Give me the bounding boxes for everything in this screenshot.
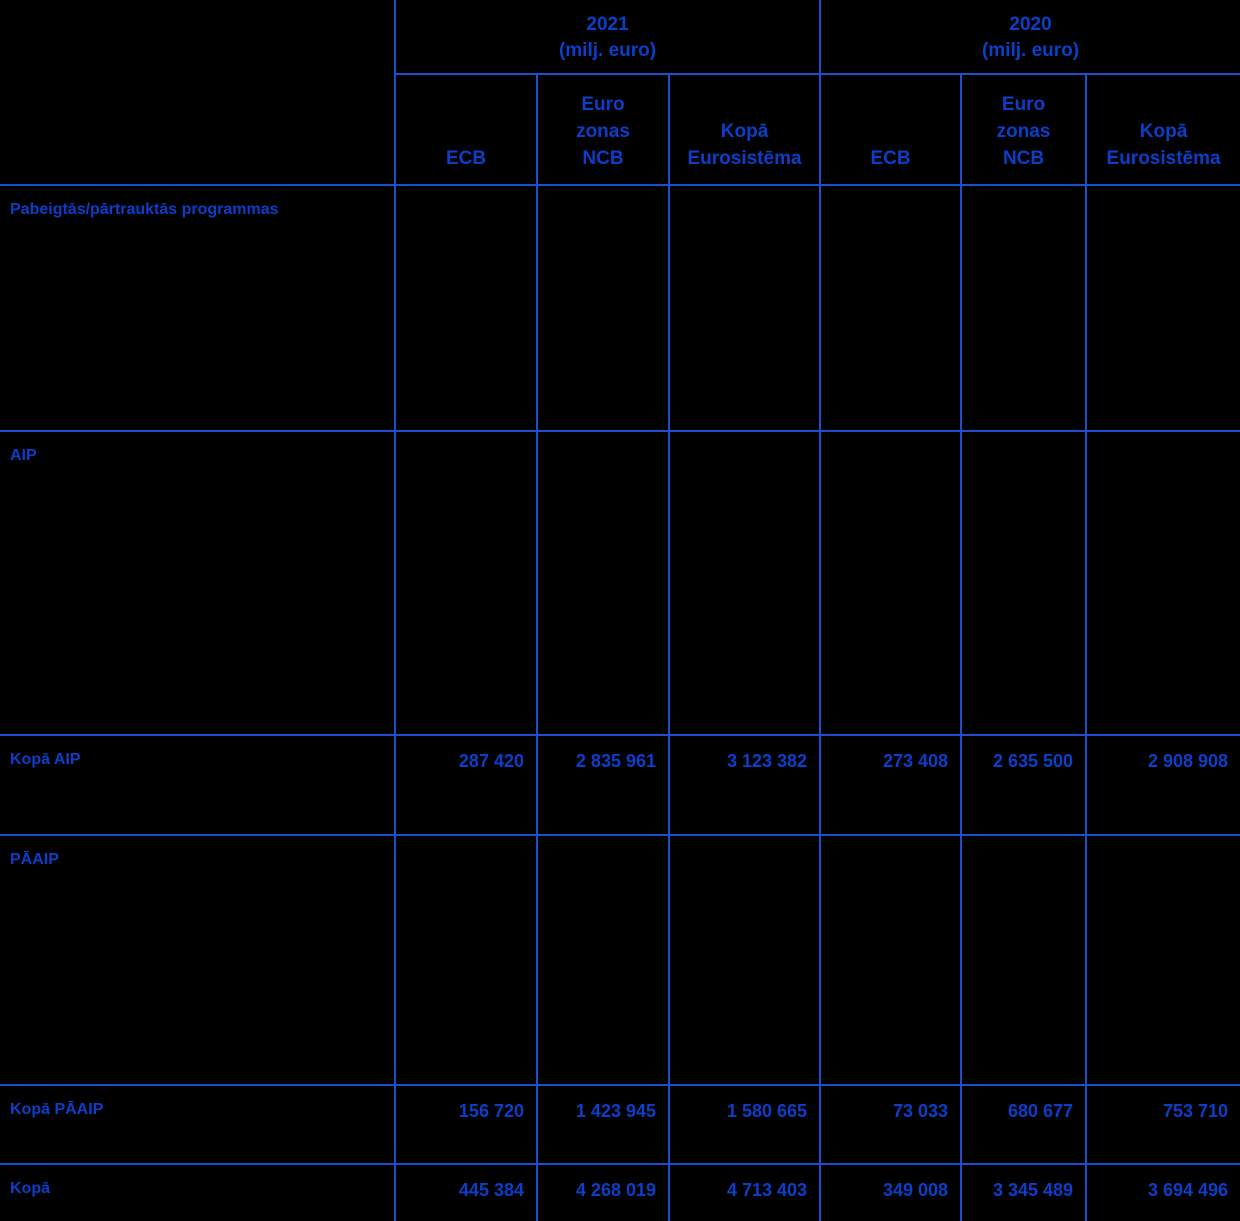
cell-value: 73 033 — [819, 1084, 962, 1165]
table-body: Pabeigtās/pārtrauktās programmas AIP Kop… — [0, 184, 1240, 1221]
column-header-row: ECB Euro zonas NCB Kopā Eurosistēma ECB — [0, 74, 1240, 185]
header-line-3: NCB — [582, 148, 624, 169]
cell-value — [394, 834, 537, 1086]
row-label-total-paaip: Kopā PĀAIP — [0, 1084, 395, 1165]
year-group-header-row: 2021 (milj. euro) 2020 (milj. euro) — [0, 0, 1240, 75]
year-unit-2020: (milj. euro) — [981, 40, 1080, 61]
cell-value: 680 677 — [960, 1084, 1087, 1165]
table-header: 2021 (milj. euro) 2020 (milj. euro) ECB … — [0, 0, 1240, 185]
row-label-paaip: PĀAIP — [0, 834, 395, 1086]
table-row: AIP — [0, 429, 1240, 736]
column-header-euro-area-ncb-2020: Euro zonas NCB — [960, 74, 1087, 185]
row-label-aip: AIP — [0, 429, 395, 736]
year-group-2020: 2020 (milj. euro) — [819, 0, 1240, 75]
cell-value: 287 420 — [394, 734, 537, 836]
year-group-2021: 2021 (milj. euro) — [393, 0, 821, 75]
cell-value — [960, 184, 1087, 431]
header-line-1: Euro — [1001, 94, 1046, 115]
column-header-total-eurosystem-2020: Kopā Eurosistēma — [1085, 74, 1240, 185]
cell-value: 4 268 019 — [536, 1163, 669, 1221]
header-line-2: zonas — [576, 121, 630, 142]
header-corner-blank — [0, 0, 395, 74]
cell-value — [1085, 429, 1240, 736]
table-row: Kopā AIP 287 420 2 835 961 3 123 382 273… — [0, 734, 1240, 836]
header-line-2: zonas — [996, 121, 1051, 142]
column-header-total-eurosystem-2021: Kopā Eurosistēma — [667, 74, 821, 185]
cell-value: 2 835 961 — [536, 734, 669, 836]
cell-value — [667, 429, 821, 736]
year-label-2020: 2020 — [1009, 14, 1052, 35]
header-line-3: NCB — [1002, 148, 1045, 169]
year-unit-2021: (milj. euro) — [558, 40, 657, 61]
cell-value: 3 345 489 — [960, 1163, 1087, 1221]
table-row: Pabeigtās/pārtrauktās programmas — [0, 184, 1240, 431]
header-line-3: ECB — [870, 148, 911, 169]
cell-value — [1085, 834, 1240, 1086]
cell-value — [394, 429, 537, 736]
cell-value — [667, 834, 821, 1086]
cell-value — [1085, 184, 1240, 431]
column-header-ecb-2020: ECB — [819, 74, 962, 185]
cell-value: 4 713 403 — [667, 1163, 821, 1221]
table-row: PĀAIP — [0, 834, 1240, 1086]
cell-value — [819, 184, 962, 431]
cell-value: 273 408 — [819, 734, 962, 836]
cell-value — [536, 834, 669, 1086]
cell-value: 753 710 — [1085, 1084, 1240, 1165]
cell-value: 156 720 — [394, 1084, 537, 1165]
cell-value — [960, 834, 1087, 1086]
year-label-2021: 2021 — [586, 14, 629, 35]
column-header-ecb-2021: ECB — [394, 74, 537, 185]
cell-value: 2 908 908 — [1085, 734, 1240, 836]
cell-value — [394, 184, 537, 431]
cell-value — [960, 429, 1087, 736]
cell-value — [819, 429, 962, 736]
cell-value: 3 123 382 — [667, 734, 821, 836]
row-label-total-aip: Kopā AIP — [0, 734, 395, 836]
cell-value: 445 384 — [394, 1163, 537, 1221]
cell-value: 349 008 — [819, 1163, 962, 1221]
row-label-total: Kopā — [0, 1163, 395, 1221]
cell-value — [819, 834, 962, 1086]
header-line-3: Eurosistēma — [687, 148, 802, 169]
header-blank — [0, 74, 395, 185]
header-line-3: Eurosistēma — [1106, 148, 1221, 169]
row-label-completed-programmes: Pabeigtās/pārtrauktās programmas — [0, 184, 395, 431]
header-line-1: Euro — [581, 94, 625, 115]
header-line-2: Kopā — [1139, 121, 1188, 142]
cell-value: 2 635 500 — [960, 734, 1087, 836]
header-line-3: ECB — [445, 148, 487, 169]
cell-value — [536, 184, 669, 431]
cell-value — [667, 184, 821, 431]
table-row: Kopā 445 384 4 268 019 4 713 403 349 008… — [0, 1163, 1240, 1221]
cell-value: 1 580 665 — [667, 1084, 821, 1165]
table-row: Kopā PĀAIP 156 720 1 423 945 1 580 665 7… — [0, 1084, 1240, 1165]
cell-value — [536, 429, 669, 736]
column-header-euro-area-ncb-2021: Euro zonas NCB — [536, 74, 669, 185]
header-line-2: Kopā — [720, 121, 769, 142]
cell-value: 1 423 945 — [536, 1084, 669, 1165]
cell-value: 3 694 496 — [1085, 1163, 1240, 1221]
